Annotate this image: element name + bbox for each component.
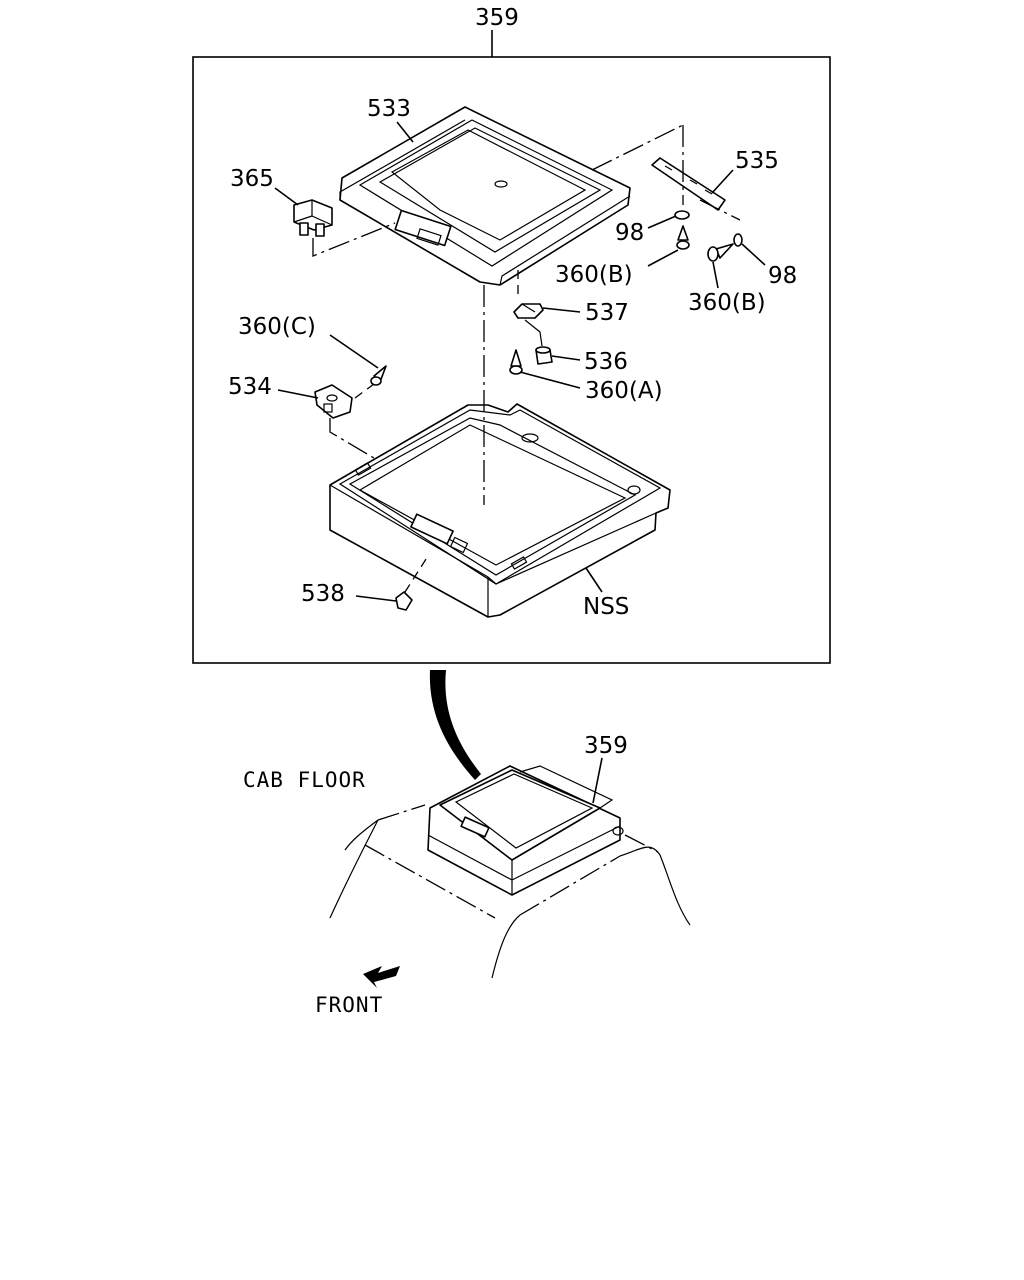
- label-nss: NSS: [583, 594, 629, 620]
- part-360c-screw: [370, 365, 387, 386]
- front-label: FRONT: [315, 993, 383, 1017]
- cab-floor-label: CAB FLOOR: [243, 768, 366, 792]
- label-360a: 360(A): [585, 378, 663, 404]
- part-533-lid: [339, 106, 631, 286]
- label-360b-left: 360(B): [555, 262, 633, 288]
- label-360c: 360(C): [238, 314, 316, 340]
- callout-359-top: 359: [475, 5, 519, 31]
- front-arrow-icon: [363, 966, 400, 988]
- label-535: 535: [735, 148, 779, 174]
- part-360a-screw: [509, 349, 523, 375]
- part-360b-screw-vertical: [676, 225, 690, 250]
- callout-359-location: 359: [584, 733, 628, 759]
- part-nss-console-base: [329, 403, 671, 618]
- part-365-switch: [293, 199, 333, 237]
- label-98-right: 98: [768, 263, 797, 289]
- label-533: 533: [367, 96, 411, 122]
- label-537: 537: [585, 300, 629, 326]
- pointer-arrow: [429, 670, 481, 780]
- part-535-bracket: [651, 157, 726, 211]
- part-98-washer-right: [733, 233, 743, 247]
- part-360b-screw-horizontal: [707, 243, 734, 262]
- part-534-latch: [314, 384, 353, 419]
- part-536-cap: [535, 346, 553, 365]
- label-534: 534: [228, 374, 272, 400]
- part-537-clip: [513, 303, 544, 319]
- label-98-left: 98: [615, 220, 644, 246]
- assembly-frame: 359: [192, 5, 831, 664]
- part-538-clip: [395, 591, 413, 611]
- part-98-washer-left: [674, 210, 690, 220]
- location-view: 359 CAB FLOOR FRONT: [243, 670, 691, 1017]
- label-538: 538: [301, 581, 345, 607]
- label-360b-right: 360(B): [688, 290, 766, 316]
- label-365: 365: [230, 166, 274, 192]
- label-536: 536: [584, 349, 628, 375]
